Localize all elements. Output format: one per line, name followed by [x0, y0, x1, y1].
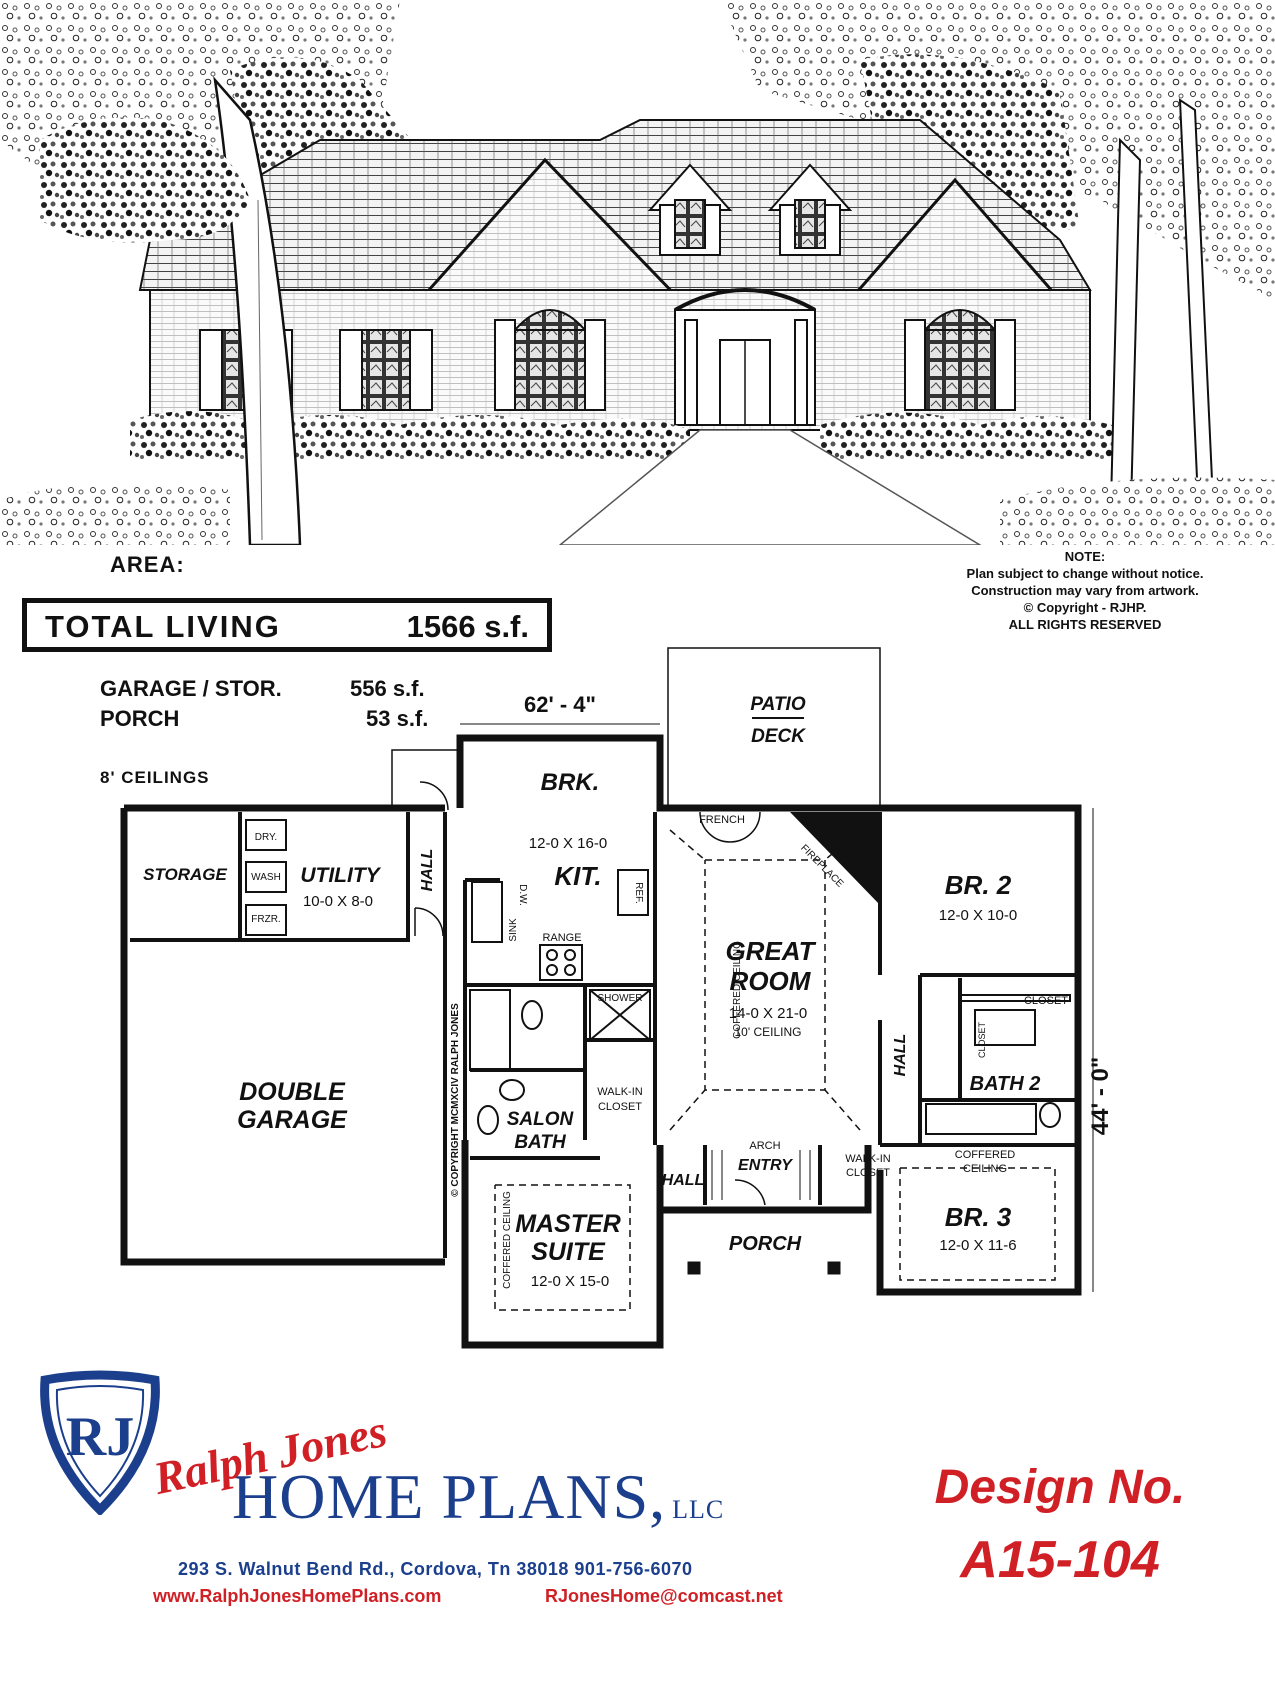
total-living-value: 1566 s.f.	[406, 609, 529, 644]
brand-name-text: HOME PLANS,	[232, 1461, 667, 1532]
label-master-size: 12-0 X 15-0	[531, 1273, 609, 1290]
label-storage: STORAGE	[143, 865, 227, 884]
ceilings-label: 8' CEILINGS	[100, 768, 210, 787]
floor-plan: 62' - 4" 44' - 0" © COPYRIGHT MCMXCIV RA…	[120, 647, 1114, 1349]
label-wash: WASH	[251, 872, 281, 883]
label-br2-size: 12-0 X 10-0	[939, 907, 1017, 924]
label-sink: SINK	[508, 918, 519, 942]
label-master: MASTER	[515, 1210, 621, 1238]
label-br3-size: 12-0 X 11-6	[939, 1237, 1016, 1254]
label-patio: PATIO	[750, 694, 805, 715]
label-deck: DECK	[751, 726, 806, 747]
label-shower: SHOWER	[598, 993, 643, 1004]
label-french: FRENCH	[699, 814, 745, 826]
label-hall-bedroom: HALL	[892, 1034, 909, 1077]
label-great-size: 14-0 X 21-0	[729, 1005, 807, 1022]
label-room: ROOM	[730, 966, 812, 996]
brand-address: 293 S. Walnut Bend Rd., Cordova, Tn 3801…	[178, 1559, 693, 1579]
label-closet-br3: CLOSET	[846, 1167, 890, 1179]
label-walkin-br3: WALK-IN	[845, 1153, 890, 1165]
label-br3: BR. 3	[945, 1202, 1012, 1232]
porch-value: 53 s.f.	[366, 706, 429, 731]
house-elevation-drawing	[0, 0, 1275, 545]
label-coffered-great: COFFERED CEILING	[732, 941, 743, 1039]
rj-shield-logo: RJ	[40, 1370, 160, 1515]
label-porch: PORCH	[729, 1233, 802, 1255]
label-closet-hall: CLOSET	[977, 1021, 987, 1058]
label-range: RANGE	[542, 932, 581, 944]
plan-depth-dimension: 44' - 0"	[1087, 1057, 1114, 1135]
copyright-vertical: © COPYRIGHT MCMXCIV RALPH JONES	[450, 1003, 461, 1197]
label-hall-utility: HALL	[419, 849, 436, 892]
brand-llc: LLC	[672, 1495, 725, 1524]
brand-email-link[interactable]: RJonesHome@comcast.net	[545, 1586, 783, 1606]
brand-name: HOME PLANS,LLC	[232, 1460, 724, 1534]
label-great-ceiling: 10' CEILING	[735, 1025, 802, 1039]
label-kit-size: 12-0 X 16-0	[529, 835, 607, 852]
label-dw: D.W.	[517, 884, 528, 906]
label-ceiling-br3: CEILING	[963, 1163, 1007, 1175]
label-suite: SUITE	[531, 1238, 606, 1266]
total-living-label: TOTAL LIVING	[45, 609, 281, 644]
label-closet-master: CLOSET	[598, 1101, 642, 1113]
label-garage: GARAGE	[237, 1106, 348, 1134]
label-brk: BRK.	[541, 769, 600, 796]
label-closet-bath2: CLOSET	[1024, 995, 1068, 1007]
brand-website-link[interactable]: www.RalphJonesHomePlans.com	[153, 1586, 442, 1606]
design-number: A15-104	[960, 1531, 1160, 1589]
label-utility-size: 10-0 X 8-0	[303, 893, 373, 910]
note-line-4: ALL RIGHTS RESERVED	[1008, 617, 1162, 632]
garage-stor-value: 556 s.f.	[350, 676, 425, 701]
label-coffered-br3: COFFERED	[955, 1149, 1016, 1161]
note-line-3: © Copyright - RJHP.	[1023, 600, 1147, 615]
note-line-2: Construction may vary from artwork.	[971, 583, 1199, 598]
plan-width-dimension: 62' - 4"	[524, 692, 596, 717]
note-title: NOTE:	[1064, 549, 1106, 564]
label-frzr: FRZR.	[251, 914, 280, 925]
label-hall-entry: HALL	[662, 1172, 705, 1189]
plan-note: NOTE: Plan subject to change without not…	[920, 548, 1250, 633]
area-heading: AREA:	[110, 552, 185, 577]
label-arch: ARCH	[749, 1140, 780, 1152]
label-br2: BR. 2	[945, 870, 1012, 900]
note-line-1: Plan subject to change without notice.	[966, 566, 1204, 581]
label-utility: UTILITY	[300, 864, 381, 887]
label-great: GREAT	[725, 936, 816, 966]
label-bath2: BATH 2	[970, 1073, 1041, 1095]
design-number-label: Design No.	[934, 1461, 1186, 1514]
monogram-text: RJ	[66, 1406, 134, 1468]
total-living-box: TOTAL LIVING 1566 s.f.	[22, 598, 552, 652]
garage-stor-label: GARAGE / STOR.	[100, 676, 282, 701]
label-kit: KIT.	[554, 861, 601, 891]
label-ref: REF.	[633, 882, 644, 904]
label-salon-bath: BATH	[514, 1132, 567, 1153]
label-coffered-master: COFFERED CEILING	[502, 1191, 513, 1289]
label-entry: ENTRY	[738, 1157, 793, 1174]
porch-label: PORCH	[100, 706, 180, 731]
label-walkin-master: WALK-IN	[597, 1086, 642, 1098]
label-salon: SALON	[507, 1109, 575, 1130]
label-dry: DRY.	[255, 832, 277, 843]
label-double: DOUBLE	[239, 1078, 346, 1106]
